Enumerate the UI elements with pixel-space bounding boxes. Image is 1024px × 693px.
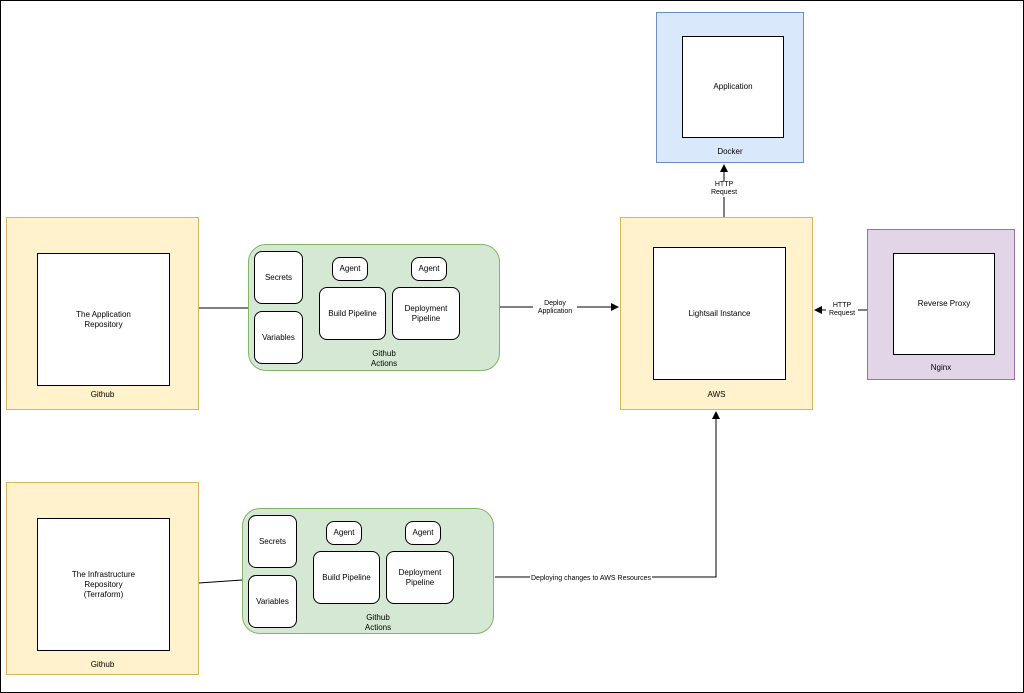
lightsail-instance-label: Lightsail Instance xyxy=(688,308,751,318)
build-pipeline-box[interactable]: Build Pipeline xyxy=(319,287,386,340)
secrets-box-infra[interactable]: Secrets xyxy=(248,515,297,568)
github-actions-app-container[interactable]: Secrets Variables Agent Agent Build Pipe… xyxy=(248,244,500,371)
application-repository-label: The Application Repository xyxy=(76,309,131,329)
agent-deploy-label: Agent xyxy=(418,264,440,273)
application-label: Application xyxy=(713,82,753,91)
github-actions-infra-container[interactable]: Secrets Variables Agent Agent Build Pipe… xyxy=(242,508,494,634)
variables-label-infra: Variables xyxy=(256,596,289,606)
aws-label: AWS xyxy=(707,390,726,399)
infrastructure-repository-box[interactable]: The Infrastructure Repository (Terraform… xyxy=(37,518,170,651)
variables-label: Variables xyxy=(262,332,295,342)
edge-label-deploy-aws-resources: Deploying changes to AWS Resources xyxy=(530,575,652,583)
secrets-label-infra: Secrets xyxy=(258,536,287,546)
github-actions-app-label: Github Actions xyxy=(370,349,398,368)
agent-build-box-infra[interactable]: Agent xyxy=(326,521,362,545)
edge-label-deploy-application: Deploy Application xyxy=(533,300,577,316)
agent-build-label-infra: Agent xyxy=(333,528,355,537)
github-app-container[interactable]: The Application Repository Github xyxy=(6,217,199,410)
reverse-proxy-label: Reverse Proxy xyxy=(917,299,971,308)
edge-deploy-aws-resources xyxy=(495,411,720,578)
github-infra-label: Github xyxy=(90,660,115,669)
deployment-pipeline-box[interactable]: Deployment Pipeline xyxy=(392,287,460,340)
variables-box-infra[interactable]: Variables xyxy=(248,575,297,628)
agent-deploy-label-infra: Agent xyxy=(412,528,434,537)
edge-label-http-docker: HTTP Request xyxy=(708,181,740,197)
infrastructure-repository-label: The Infrastructure Repository (Terraform… xyxy=(71,569,136,599)
build-pipeline-label-infra: Build Pipeline xyxy=(322,572,371,582)
agent-deploy-box-infra[interactable]: Agent xyxy=(405,521,441,545)
nginx-container[interactable]: Reverse Proxy Nginx xyxy=(867,229,1015,380)
github-app-label: Github xyxy=(90,390,115,399)
nginx-label: Nginx xyxy=(930,363,952,372)
secrets-label: Secrets xyxy=(264,272,293,282)
edge-github-infra-to-actions xyxy=(198,579,243,584)
reverse-proxy-box[interactable]: Reverse Proxy xyxy=(893,253,995,355)
agent-deploy-box[interactable]: Agent xyxy=(411,257,447,281)
secrets-box[interactable]: Secrets xyxy=(254,251,303,304)
build-pipeline-box-infra[interactable]: Build Pipeline xyxy=(313,551,380,604)
aws-container[interactable]: Lightsail Instance AWS xyxy=(620,217,813,410)
github-infra-container[interactable]: The Infrastructure Repository (Terraform… xyxy=(6,482,199,675)
build-pipeline-label: Build Pipeline xyxy=(328,308,377,318)
lightsail-instance-box[interactable]: Lightsail Instance xyxy=(653,247,786,380)
agent-build-box[interactable]: Agent xyxy=(332,257,368,281)
agent-build-label: Agent xyxy=(339,264,361,273)
deployment-pipeline-label-infra: Deployment Pipeline xyxy=(398,567,442,587)
docker-container[interactable]: Application Docker xyxy=(656,12,804,163)
deployment-pipeline-label: Deployment Pipeline xyxy=(404,303,448,323)
application-box[interactable]: Application xyxy=(682,36,784,138)
application-repository-box[interactable]: The Application Repository xyxy=(37,253,170,386)
edge-label-http-nginx: HTTP Request xyxy=(826,302,858,318)
github-actions-infra-label: Github Actions xyxy=(364,613,392,632)
deployment-pipeline-box-infra[interactable]: Deployment Pipeline xyxy=(386,551,454,604)
docker-label: Docker xyxy=(717,147,743,156)
variables-box[interactable]: Variables xyxy=(254,311,303,364)
